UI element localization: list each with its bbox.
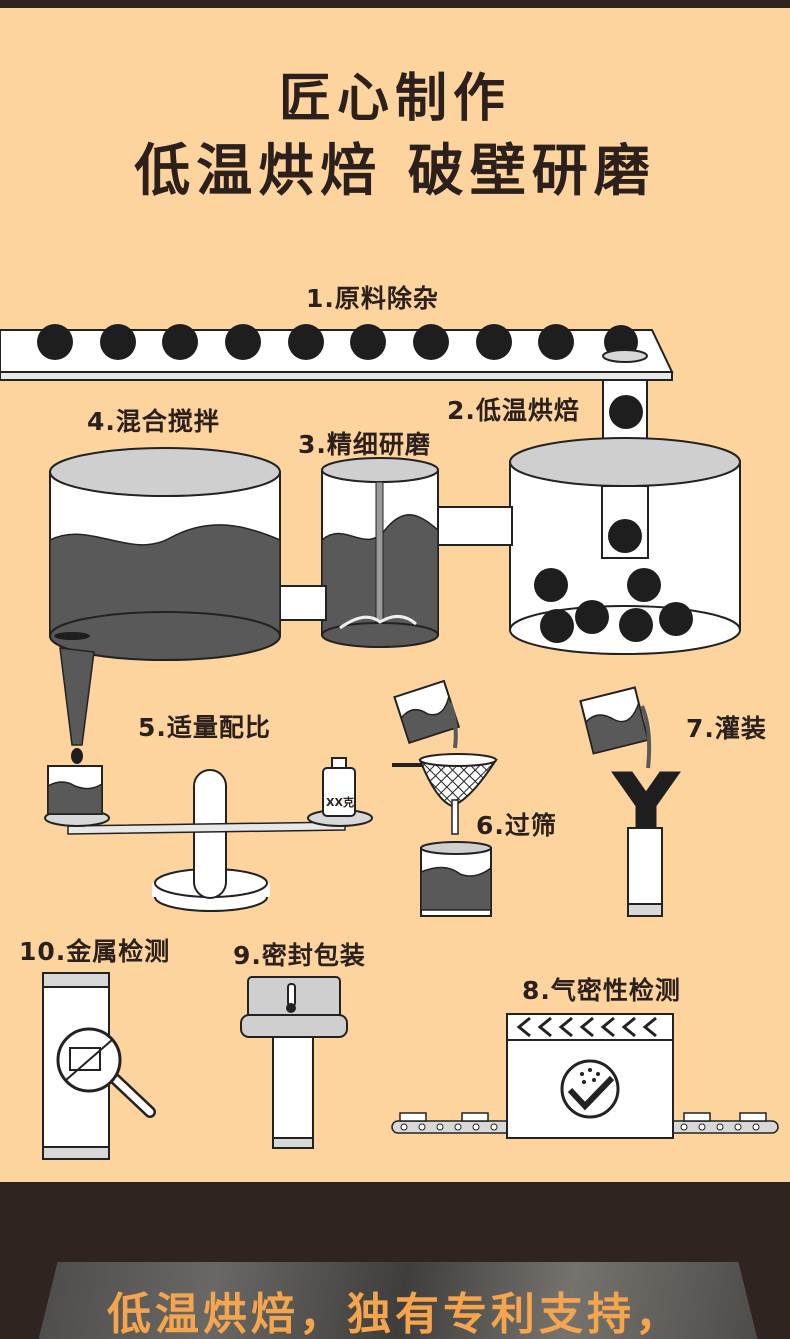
banner-text: 低温烘焙，独有专利支持， bbox=[107, 1289, 683, 1339]
step-label-1: 1.原料除杂 bbox=[306, 284, 439, 313]
step-label-4: 4.混合搅拌 bbox=[87, 407, 220, 436]
weight-label: XX克 bbox=[326, 796, 354, 809]
heat-sealer-icon bbox=[240, 976, 348, 1149]
step-label-9: 9.密封包装 bbox=[233, 941, 366, 970]
step-label-7: 7.灌装 bbox=[686, 714, 767, 743]
balance-scale-icon bbox=[44, 757, 373, 912]
page-subtitle: 低温烘焙 破壁研磨 bbox=[134, 138, 656, 204]
step-label-5: 5.适量配比 bbox=[138, 713, 271, 742]
bottom-section: 低温烘焙，独有专利支持， bbox=[0, 1182, 790, 1339]
metal-detector-icon bbox=[42, 972, 156, 1160]
mixing-tank-icon bbox=[49, 447, 281, 764]
process-diagram bbox=[0, 324, 779, 1160]
step-label-3: 3.精细研磨 bbox=[298, 430, 431, 459]
airtight-tester-icon bbox=[391, 1013, 779, 1139]
page-title: 匠心制作 bbox=[278, 68, 511, 129]
step-label-8: 8.气密性检测 bbox=[522, 976, 681, 1005]
grinder-icon bbox=[321, 457, 439, 648]
filling-funnel-icon bbox=[579, 686, 681, 917]
top-bar bbox=[0, 0, 790, 8]
step-label-6: 6.过筛 bbox=[476, 811, 557, 840]
sieve-icon bbox=[392, 679, 498, 917]
roasting-drum-icon bbox=[509, 379, 741, 655]
step-label-2: 2.低温烘焙 bbox=[447, 396, 580, 425]
step-label-10: 10.金属检测 bbox=[19, 937, 171, 966]
banner-plaque bbox=[28, 1262, 768, 1339]
conveyor-beans-icon bbox=[0, 324, 674, 381]
